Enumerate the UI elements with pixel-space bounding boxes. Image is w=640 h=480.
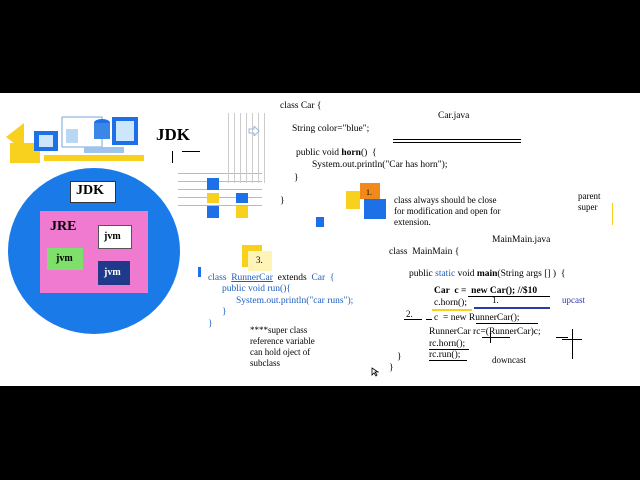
upcast-label: upcast — [562, 295, 585, 305]
run-println: System.out.println("car runs"); — [236, 296, 354, 306]
car-java-filename: Car.java — [438, 111, 470, 121]
underline — [556, 337, 568, 338]
code-text: public void — [296, 148, 342, 158]
deco-square-blue — [207, 178, 219, 190]
main-method-decl: public static void main(String args [] )… — [409, 269, 565, 280]
note-1-number: 1. — [366, 188, 372, 197]
code-text: (String args [] ) { — [497, 269, 566, 279]
class-name: RunnerCar — [231, 273, 273, 283]
downcast-decl: RunnerCar rc=(RunnerCar)c; — [429, 327, 541, 337]
parent-class-name: Car — [311, 273, 326, 283]
car-instantiation: Car c = new Car(); //$10 — [434, 286, 538, 296]
runnercar-class-decl: class RunnerCar extends Car { — [208, 273, 334, 284]
underline — [429, 349, 469, 350]
upcast-line — [474, 307, 550, 309]
jdk-heading: JDK — [156, 125, 190, 144]
underline — [393, 142, 521, 143]
cursor-mark — [172, 151, 173, 163]
blue-marker — [198, 267, 201, 277]
jvm-box-green — [47, 248, 83, 270]
rc-run-call: rc.run(); — [429, 350, 461, 360]
arrow-right-icon — [248, 126, 260, 136]
num-2: 2. — [406, 309, 413, 319]
code-text: { — [325, 273, 335, 283]
cursor-icon — [371, 367, 379, 377]
deco-square-blue — [207, 206, 219, 218]
close-brace: } — [397, 352, 402, 362]
deco-square-yellow — [207, 193, 219, 203]
run-method-decl: public void run(){ — [222, 284, 291, 294]
vertical-mark — [490, 333, 491, 343]
upcast-underline — [468, 296, 550, 297]
close-brace: } — [280, 196, 285, 206]
yellow-underline — [432, 309, 472, 311]
deco-square-blue — [236, 193, 248, 203]
jvm-label: jvm — [104, 231, 121, 242]
jvm-box-white — [98, 225, 132, 249]
developer-clipart — [6, 116, 144, 163]
mainmain-class-decl: class MainMain { — [389, 247, 460, 257]
close-brace: } — [222, 307, 227, 317]
underline — [429, 360, 467, 361]
jvm-box-navy — [98, 261, 130, 285]
note-3-card — [248, 251, 272, 271]
vertical-rules — [228, 113, 268, 183]
jdk-label-box — [70, 181, 116, 203]
code-text: () { — [360, 148, 377, 158]
car-class-decl: class Car { — [280, 101, 322, 111]
note-3-number: 3. — [256, 255, 263, 265]
marker-line — [404, 319, 422, 320]
note-1-text: class always should be close for modific… — [394, 195, 501, 227]
horn-println: System.out.println("Car has horn"); — [312, 160, 448, 170]
code-text: void — [455, 269, 477, 279]
downcast-label: downcast — [492, 355, 526, 365]
deco-square-yellow — [236, 206, 248, 218]
close-brace: } — [208, 319, 213, 329]
code-text: class — [208, 273, 232, 283]
code-text: extends — [272, 273, 312, 283]
deco-square-blue — [316, 217, 324, 227]
num-1: 1. — [492, 295, 499, 305]
parent-super-label: parent super — [578, 191, 601, 212]
close-brace: } — [389, 363, 394, 373]
note-1-yellow — [346, 191, 360, 209]
underline — [393, 139, 521, 140]
marker-line — [426, 319, 432, 320]
jre-label: JRE — [50, 219, 77, 234]
vertical-mark — [572, 329, 573, 359]
lecture-canvas: JDK JDK JRE jvm jvm jvm class Car { Car.… — [0, 93, 640, 386]
underline — [476, 323, 538, 324]
static-keyword: static — [435, 269, 456, 279]
note-1-orange — [360, 183, 380, 199]
super-class-note: ****super class reference variable can h… — [250, 325, 315, 368]
mainmain-filename: MainMain.java — [492, 235, 551, 245]
code-text: public — [409, 269, 436, 279]
underline — [482, 337, 510, 338]
jvm-label: jvm — [104, 267, 121, 278]
note-1-blue — [364, 199, 386, 219]
runnercar-assignment: c = new RunnerCar(); — [434, 313, 520, 323]
rc-horn-call: rc.horn(); — [429, 339, 466, 349]
car-field: String color="blue"; — [292, 124, 370, 134]
horn-call: c.horn(); — [434, 298, 467, 308]
jvm-label: jvm — [56, 253, 73, 264]
cross-mark — [562, 339, 582, 340]
method-name: horn — [341, 148, 361, 158]
horn-method-decl: public void horn() { — [296, 148, 377, 159]
close-brace: } — [294, 173, 299, 183]
cursor-mark — [182, 151, 200, 152]
parent-marker — [612, 203, 613, 225]
jdk-label: JDK — [76, 183, 104, 198]
method-name: main — [476, 269, 498, 279]
